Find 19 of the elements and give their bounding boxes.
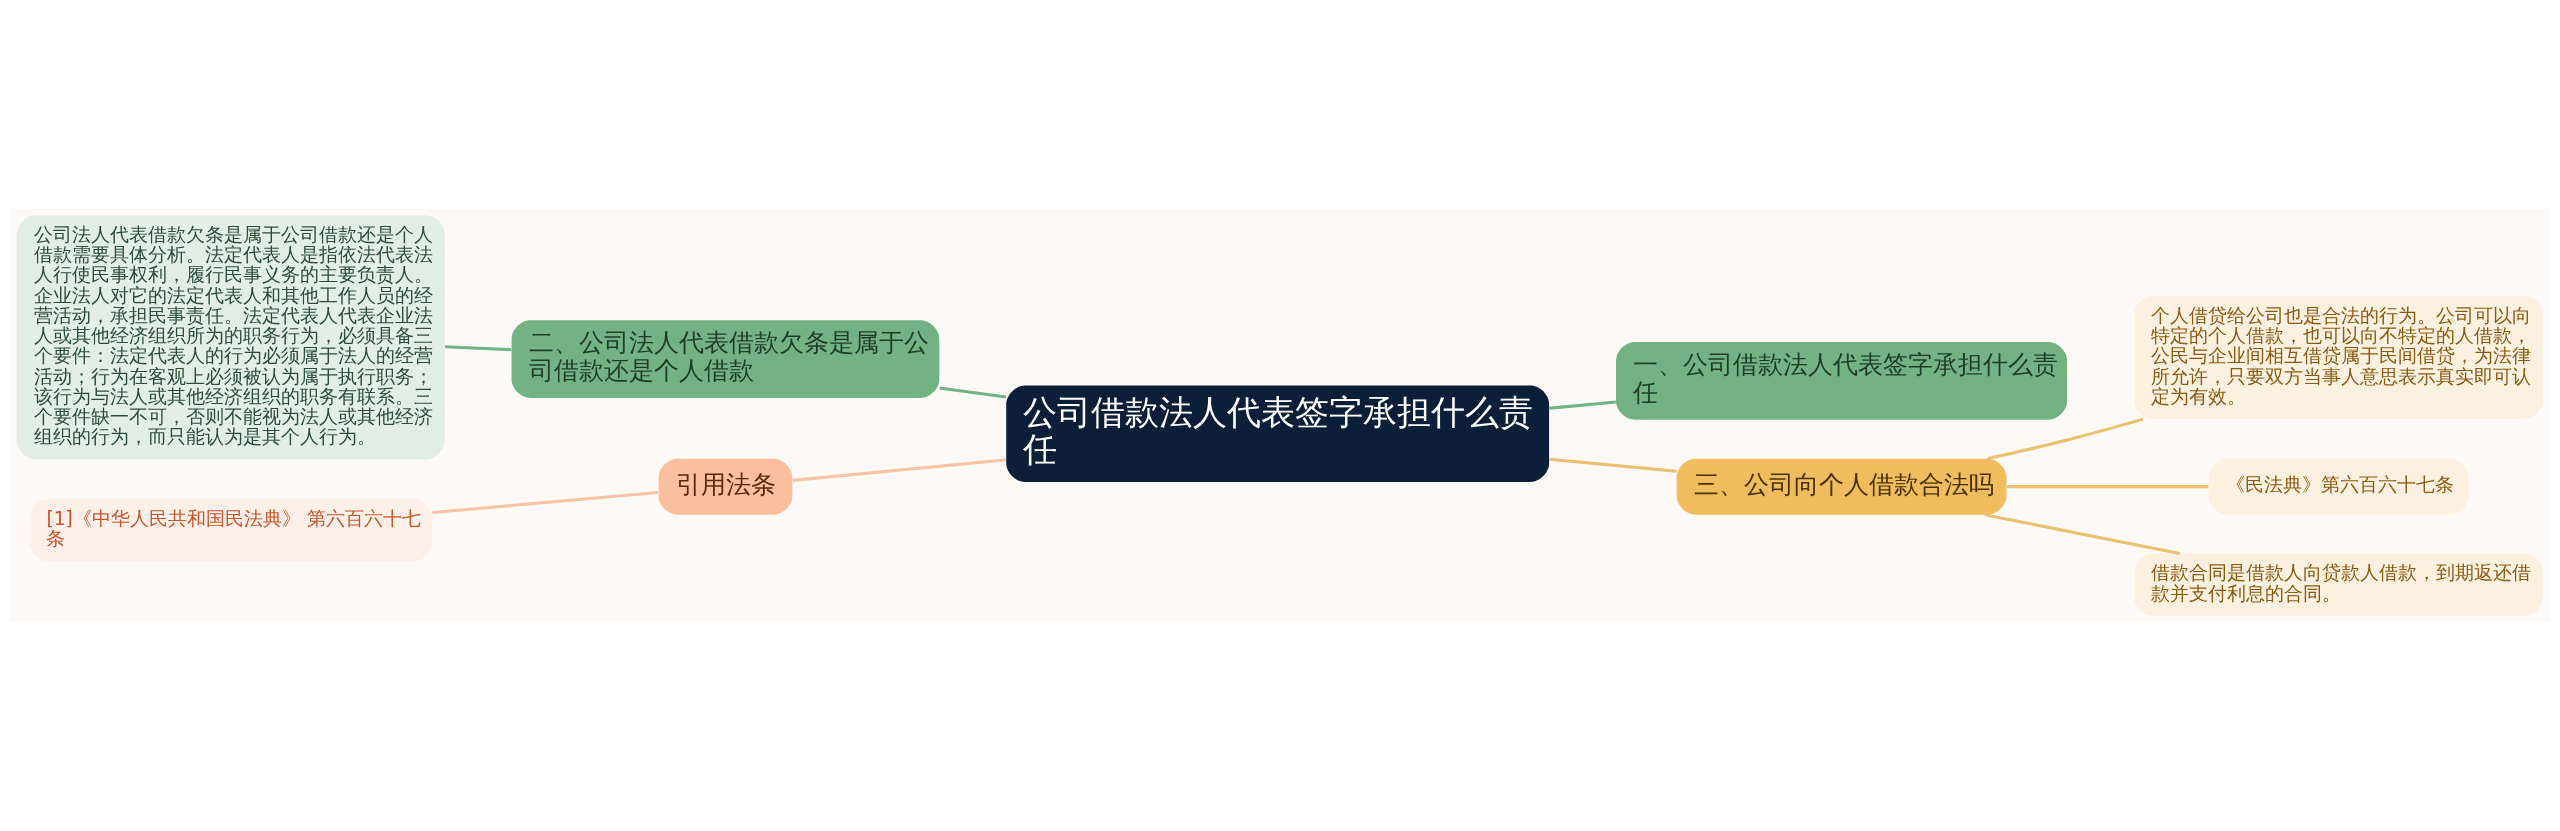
- node-box: 《民法典》第六百六十七条: [2208, 458, 2469, 515]
- connector: [1549, 400, 1617, 410]
- node-box: 引用法条: [658, 458, 793, 515]
- node-box: 个人借贷给公司也是合法的行为。公司可以向特定的个人借款，也可以向不特定的人借款，公民与企业间相互借贷属于民间借贷，为法律所允许，只要双方当事人意思表示真实即可认定为有效。: [2134, 296, 2544, 419]
- node-box: [1]《中华人民共和国民法典》 第六百六十七条: [29, 499, 433, 562]
- connector: [939, 386, 1007, 399]
- node-box: 二、公司法人代表借款欠条是属于公司借款还是个人借款: [511, 320, 940, 398]
- connector: [445, 345, 512, 352]
- connector: [2006, 485, 2209, 489]
- connector: [1987, 417, 2144, 461]
- connector: [792, 458, 1007, 482]
- connector: [1984, 513, 2181, 555]
- node-box: 公司法人代表借款欠条是属于公司借款还是个人借款需要具体分析。法定代表人是指依法代表法人行使民事权利，履行民事义务的主要负责人。企业法人对它的法定代表人和其他工作人员的经营活动，承担民事责任。法定代表人代表企业法人或其他经济组织所为的职务行为，必须具备三个要件：法定代表人的行为必须属于法人的经营活动；行为在客观上必须被认为属于执行职务；该行为与法人或其他经济组织的职务有联系。三个要件缺一不可，否则不能视为法人或其他经济组织的行为，而只能认为是其个人行为。: [16, 215, 445, 460]
- node-box: 三、公司向个人借款合法吗: [1676, 458, 2007, 515]
- connector: [432, 490, 659, 515]
- node-box: 借款合同是借款人向贷款人借款，到期返还借款并支付利息的合同。: [2134, 553, 2544, 616]
- node-box: 一、公司借款法人代表签字承担什么责任: [1616, 342, 2068, 420]
- node-box: 公司借款法人代表签字承担什么责任: [1006, 385, 1550, 482]
- connector: [1549, 457, 1677, 473]
